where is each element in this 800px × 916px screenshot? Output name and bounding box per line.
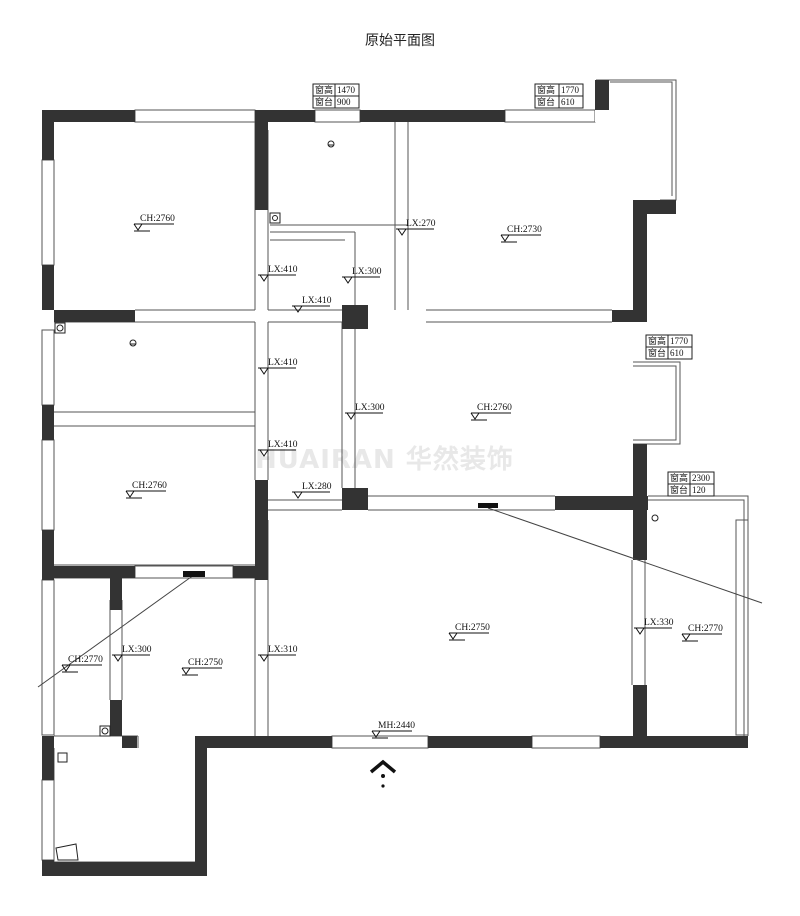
ceiling-label: CH:2770 xyxy=(61,655,103,673)
ceiling-label: MH:2440 xyxy=(371,721,415,739)
ceiling-label: CH:2730 xyxy=(500,225,542,243)
svg-text:900: 900 xyxy=(337,97,351,107)
svg-text:LX:300: LX:300 xyxy=(122,645,152,655)
svg-text:LX:410: LX:410 xyxy=(268,358,298,368)
svg-text:CH:2750: CH:2750 xyxy=(188,658,223,668)
svg-text:2300: 2300 xyxy=(692,473,711,483)
drain-marker xyxy=(183,571,205,577)
window-tag: 窗高 2300 窗台 120 xyxy=(667,471,715,497)
svg-text:CH:2760: CH:2760 xyxy=(477,403,512,413)
entrance-arrow-icon xyxy=(369,759,397,788)
svg-text:610: 610 xyxy=(670,348,684,358)
svg-text:LX:310: LX:310 xyxy=(268,645,298,655)
beam-label: LX:410 xyxy=(258,358,298,375)
ceiling-label: CH:2750 xyxy=(448,623,490,641)
beam-label: LX:300 xyxy=(345,403,385,420)
beam-label: LX:330 xyxy=(634,618,674,635)
diagonals xyxy=(37,507,763,688)
svg-text:窗台: 窗台 xyxy=(670,484,688,495)
beam-label: LX:280 xyxy=(292,482,332,499)
ceiling-label: CH:2760 xyxy=(125,481,167,499)
svg-text:LX:410: LX:410 xyxy=(268,265,298,275)
svg-text:MH:2440: MH:2440 xyxy=(378,721,415,731)
svg-text:CH:2730: CH:2730 xyxy=(507,225,542,235)
svg-text:窗高: 窗高 xyxy=(670,472,688,483)
watermark: HUAIRAN 华然装饰 xyxy=(255,444,514,475)
svg-text:窗高: 窗高 xyxy=(537,84,555,95)
svg-text:窗台: 窗台 xyxy=(648,347,666,358)
svg-text:CH:2770: CH:2770 xyxy=(688,624,723,634)
svg-text:窗台: 窗台 xyxy=(315,96,333,107)
svg-text:LX:300: LX:300 xyxy=(352,267,382,277)
svg-text:120: 120 xyxy=(692,485,706,495)
svg-text:窗高: 窗高 xyxy=(315,84,333,95)
window-tag: 窗高 1470 窗台 900 xyxy=(312,83,360,109)
svg-text:1770: 1770 xyxy=(670,336,689,346)
svg-text:LX:410: LX:410 xyxy=(268,440,298,450)
svg-text:LX:300: LX:300 xyxy=(355,403,385,413)
beam-label: LX:410 xyxy=(258,265,298,282)
ceiling-label: CH:2750 xyxy=(181,658,223,676)
svg-text:LX:270: LX:270 xyxy=(406,219,436,229)
symbols xyxy=(54,140,659,861)
window-tag: 窗高 1770 窗台 610 xyxy=(645,334,693,360)
svg-text:LX:410: LX:410 xyxy=(302,296,332,306)
beam-label: LX:270 xyxy=(396,219,436,236)
svg-text:1770: 1770 xyxy=(561,85,580,95)
svg-text:610: 610 xyxy=(561,97,575,107)
beam-label: LX:300 xyxy=(112,645,152,662)
walls xyxy=(42,80,748,876)
ceiling-label: CH:2760 xyxy=(470,403,512,421)
ceiling-label: CH:2760 xyxy=(133,214,175,232)
drain-marker xyxy=(478,503,498,508)
svg-text:CH:2770: CH:2770 xyxy=(68,655,103,665)
window-tag: 窗高 1770 窗台 610 xyxy=(534,83,584,109)
svg-text:LX:330: LX:330 xyxy=(644,618,674,628)
beam-label: LX:410 xyxy=(292,296,332,313)
beam-label: LX:300 xyxy=(342,267,382,284)
beam-label: LX:310 xyxy=(258,645,298,662)
svg-text:1470: 1470 xyxy=(337,85,356,95)
svg-text:CH:2750: CH:2750 xyxy=(455,623,490,633)
svg-text:窗高: 窗高 xyxy=(648,335,666,346)
svg-text:LX:280: LX:280 xyxy=(302,482,332,492)
svg-text:CH:2760: CH:2760 xyxy=(140,214,175,224)
svg-text:CH:2760: CH:2760 xyxy=(132,481,167,491)
ceiling-label: CH:2770 xyxy=(681,624,723,642)
plan-title: 原始平面图 xyxy=(365,33,435,49)
beam-label: LX:410 xyxy=(258,440,298,457)
svg-text:窗台: 窗台 xyxy=(537,96,555,107)
